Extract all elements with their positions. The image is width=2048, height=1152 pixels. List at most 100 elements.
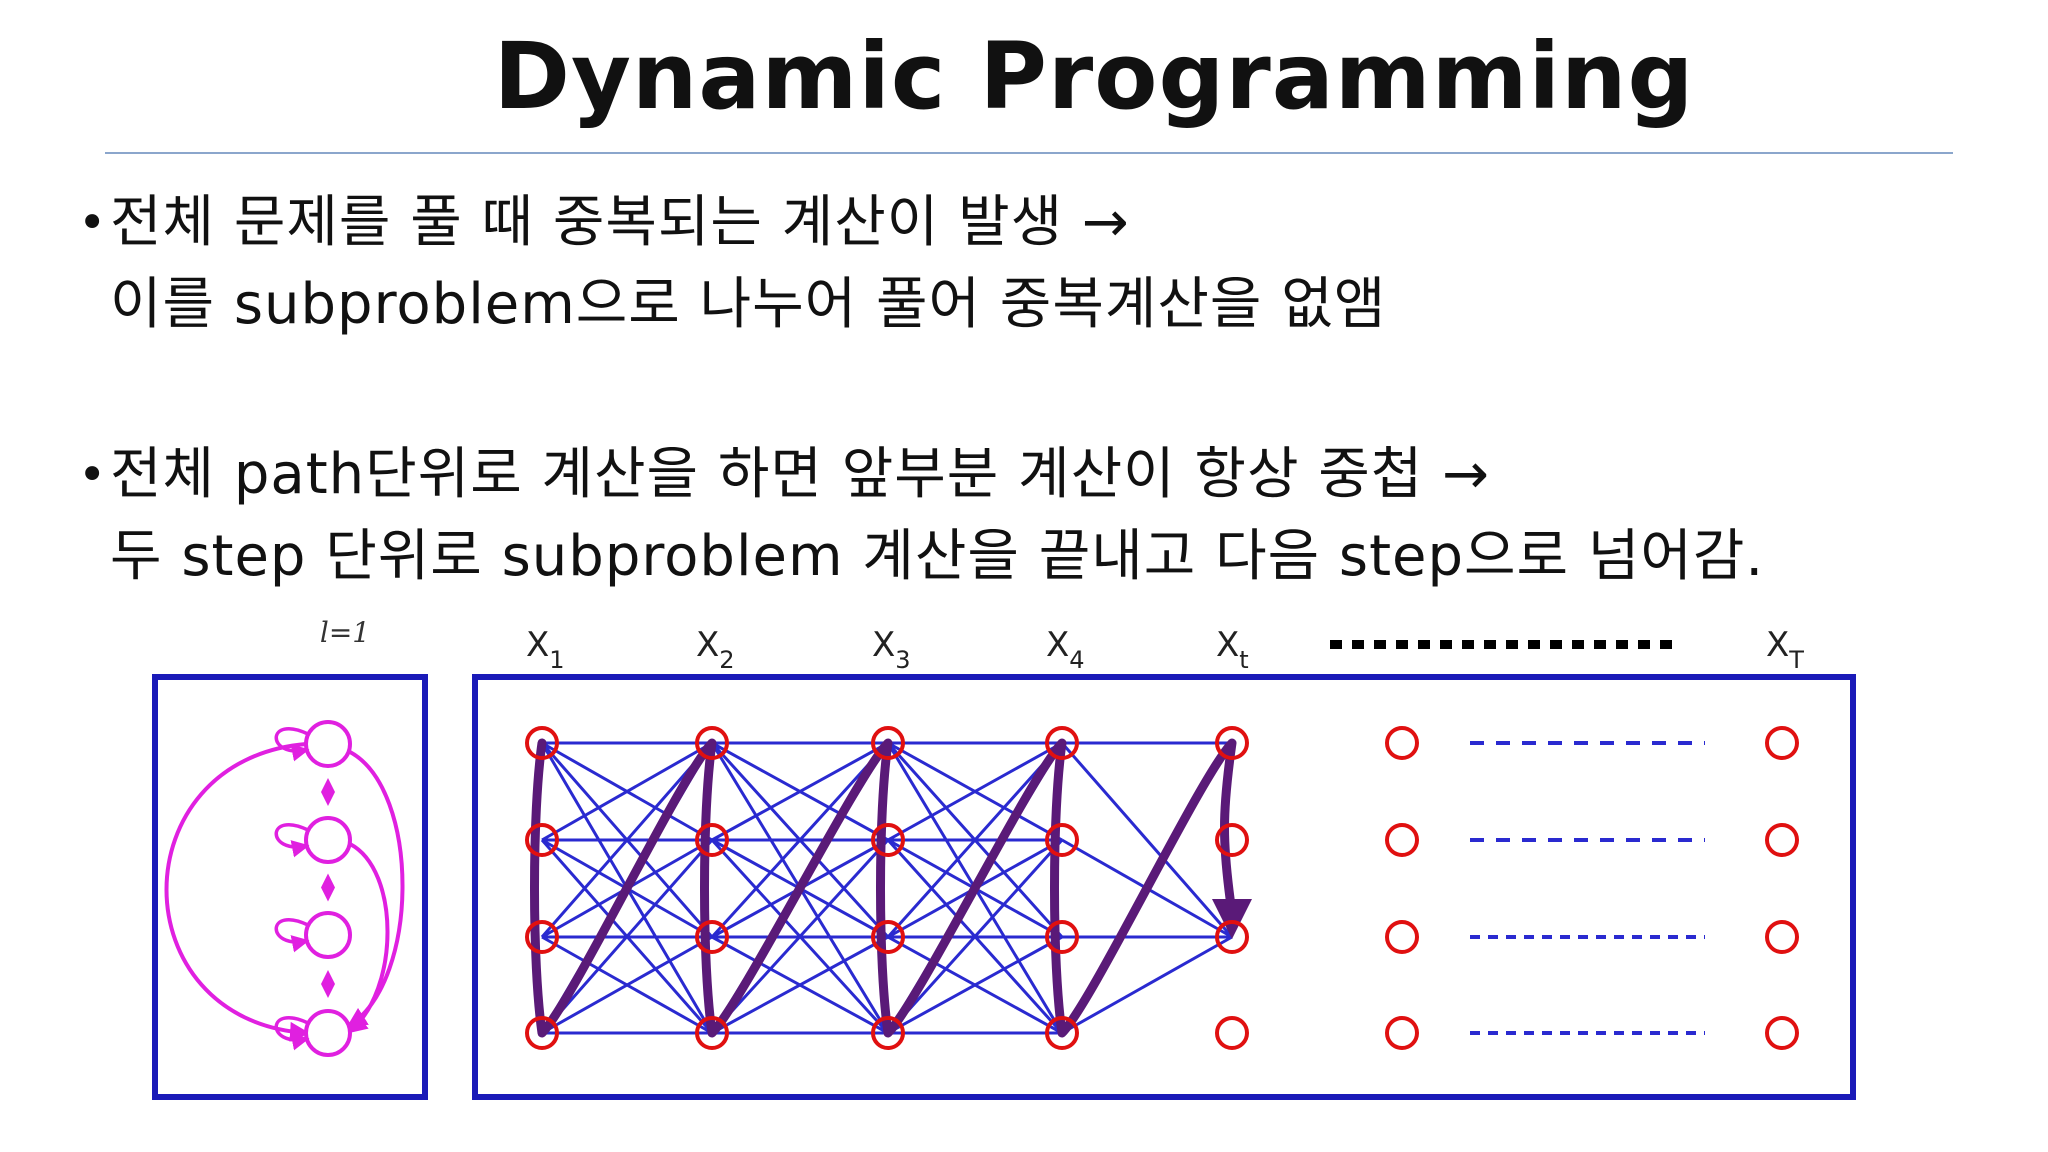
- left-state-node: [304, 911, 352, 959]
- left-transition-diamond: [321, 873, 335, 902]
- left-panel-label: l=1: [320, 616, 370, 649]
- header-dot: [1616, 640, 1628, 649]
- trellis-edge: [540, 742, 714, 938]
- state-node: [1215, 1016, 1249, 1050]
- column-label: X1: [526, 625, 565, 674]
- column-label-subscript: 2: [719, 646, 734, 674]
- state-node: [525, 823, 559, 857]
- trellis-edge: [711, 741, 889, 842]
- trellis-edge: [1061, 935, 1233, 1035]
- header-dot: [1330, 640, 1342, 649]
- header-dot: [1440, 640, 1452, 649]
- state-node: [1045, 726, 1079, 760]
- bullet-1-line-2: 이를 subproblem으로 나누어 풀어 중복계산을 없앰: [110, 272, 1387, 337]
- left-outer-loop: [164, 742, 310, 1042]
- state-node: [525, 920, 559, 954]
- column-label: Xt: [1216, 625, 1249, 674]
- state-node: [695, 1016, 729, 1050]
- dp-zigzag-path: [530, 738, 1237, 1038]
- column-label-subscript: 1: [549, 646, 564, 674]
- trellis-edge: [541, 741, 713, 842]
- header-dot: [1374, 640, 1386, 649]
- state-node: [871, 726, 905, 760]
- header-dot: [1418, 640, 1430, 649]
- bullet-dot: •: [78, 195, 108, 251]
- trellis-edge: [1060, 742, 1234, 938]
- state-node: [695, 823, 729, 857]
- state-node: [1045, 1016, 1079, 1050]
- state-node: [1765, 726, 1799, 760]
- state-node: [525, 726, 559, 760]
- state-node: [1765, 920, 1799, 954]
- state-node: [1215, 726, 1249, 760]
- left-self-loop: [274, 727, 310, 762]
- trellis-edge: [541, 935, 713, 1035]
- trellis-edge: [887, 935, 1063, 1035]
- bullet-2-line-1: 전체 path단위로 계산을 하면 앞부분 계산이 항상 중첩 →: [110, 442, 1491, 507]
- header-dot: [1528, 640, 1540, 649]
- left-transition-diamond: [321, 778, 335, 806]
- state-node: [1045, 920, 1079, 954]
- header-dot: [1506, 640, 1518, 649]
- header-dot: [1550, 640, 1562, 649]
- left-state-node: [304, 1009, 352, 1057]
- trellis-edge: [710, 838, 890, 1035]
- header-dot: [1572, 640, 1584, 649]
- trellis-edge: [886, 838, 1064, 1035]
- column-label-subscript: T: [1788, 646, 1804, 674]
- header-dot: [1484, 640, 1496, 649]
- trellis-edge: [887, 741, 1063, 842]
- column-label: XT: [1766, 625, 1804, 674]
- header-dot: [1352, 640, 1364, 649]
- state-node: [695, 920, 729, 954]
- bullet-2-line-2: 두 step 단위로 subproblem 계산을 끝내고 다음 step으로 …: [110, 524, 1765, 589]
- bullet-item-1: • 전체 문제를 풀 때 중복되는 계산이 발생 → 이를 subproblem…: [78, 182, 1386, 346]
- trellis-diagram: l=1 X1 X2 X3 X4 Xt XT: [152, 616, 1856, 1100]
- state-node: [1215, 823, 1249, 857]
- state-node: [1385, 920, 1419, 954]
- state-node: [1765, 1016, 1799, 1050]
- trellis-edge: [886, 741, 1064, 939]
- left-self-loop: [274, 918, 310, 953]
- trellis-edge: [540, 839, 714, 1034]
- header-dot: [1638, 640, 1650, 649]
- state-node: [1045, 823, 1079, 857]
- state-node: [1765, 823, 1799, 857]
- header-dot: [1660, 640, 1672, 649]
- state-node: [695, 726, 729, 760]
- left-transition-diamond: [321, 970, 335, 998]
- column-label: X2: [696, 625, 735, 674]
- right-outer-loop: [346, 750, 405, 1028]
- left-self-loop: [274, 823, 310, 858]
- left-state-node: [304, 816, 352, 864]
- trellis-border: [472, 674, 1856, 1100]
- trellis-panel: X1 X2 X3 X4 Xt XT: [472, 625, 1856, 1100]
- slide-title: Dynamic Programming: [493, 23, 1695, 130]
- state-node: [1385, 823, 1419, 857]
- state-node: [1215, 920, 1249, 954]
- left-panel-border: [152, 674, 428, 1100]
- dp-path-arrowhead: [1212, 899, 1252, 939]
- header-dot: [1396, 640, 1408, 649]
- bullet-item-2: • 전체 path단위로 계산을 하면 앞부분 계산이 항상 중첩 → 두 st…: [78, 434, 1764, 598]
- left-state-node: [304, 720, 352, 768]
- left-self-loop: [274, 1016, 310, 1051]
- column-label: X3: [872, 625, 911, 674]
- state-node: [1385, 1016, 1419, 1050]
- trellis-edge: [710, 741, 890, 939]
- state-node: [871, 920, 905, 954]
- bullet-dot: •: [78, 447, 108, 503]
- column-label-subscript: t: [1239, 646, 1248, 674]
- state-node: [871, 823, 905, 857]
- column-label-subscript: 3: [895, 646, 910, 674]
- column-label: X4: [1046, 625, 1085, 674]
- left-state-panel: l=1: [152, 616, 428, 1100]
- trellis-edge: [711, 935, 889, 1035]
- bullet-1-line-1: 전체 문제를 풀 때 중복되는 계산이 발생 →: [110, 190, 1130, 255]
- right-inner-loop: [346, 842, 390, 1034]
- state-node: [525, 1016, 559, 1050]
- title-divider: [105, 152, 1953, 154]
- state-node: [871, 1016, 905, 1050]
- header-dot: [1462, 640, 1474, 649]
- state-node: [1385, 726, 1419, 760]
